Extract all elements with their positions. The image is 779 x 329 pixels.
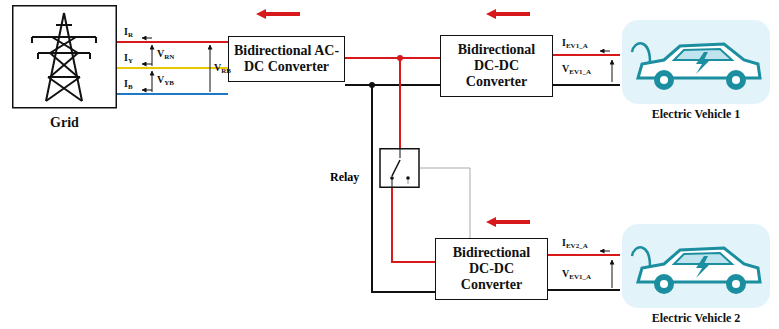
vehicle-block: Electric Vehicle 2 <box>620 222 772 326</box>
wire <box>117 93 228 95</box>
node-label: Relay <box>330 170 359 185</box>
wire <box>548 254 620 256</box>
signal-name: IEV2_A <box>562 237 588 252</box>
wire <box>117 41 228 43</box>
wire <box>345 85 435 292</box>
signal-name: IY <box>124 52 133 67</box>
signal-name: VEV1_A <box>562 268 591 283</box>
converter-box: Bidirectional DC-DC Converter <box>435 238 548 300</box>
signal-name: IB <box>124 78 133 93</box>
signal-name: VEV1_A <box>562 63 591 78</box>
wire <box>117 67 228 69</box>
electric-vehicle-icon <box>620 222 772 310</box>
wire <box>392 188 435 262</box>
wire <box>553 84 620 86</box>
wire <box>548 289 620 291</box>
node-label: Electric Vehicle 2 <box>620 311 772 325</box>
signal-name: VYB <box>157 74 174 89</box>
converter-box: Bidirectional AC-DC Converter <box>228 36 345 82</box>
node-label: Bidirectional DC-DC Converter <box>445 42 548 90</box>
node-label: Electric Vehicle 1 <box>620 107 772 121</box>
signal-name: IR <box>124 26 133 41</box>
signal-name: VRN <box>157 48 174 63</box>
node-label: Bidirectional DC-DC Converter <box>440 245 543 293</box>
node-label: Bidirectional AC-DC Converter <box>233 43 340 75</box>
vehicle-block: Electric Vehicle 1 <box>620 18 772 122</box>
signal-name: VRB <box>214 62 231 77</box>
junction-dot <box>369 82 375 88</box>
converter-box: Bidirectional DC-DC Converter <box>440 35 553 97</box>
signal-name: IEV1_A <box>562 37 588 52</box>
tower-icon <box>12 5 117 110</box>
wire <box>420 168 470 238</box>
relay-block: Relay <box>328 148 420 188</box>
electric-vehicle-icon <box>620 18 772 106</box>
node-label: Grid <box>12 115 117 131</box>
wire <box>553 54 620 56</box>
junction-dot <box>397 55 403 61</box>
grid-block: Grid <box>12 5 117 135</box>
